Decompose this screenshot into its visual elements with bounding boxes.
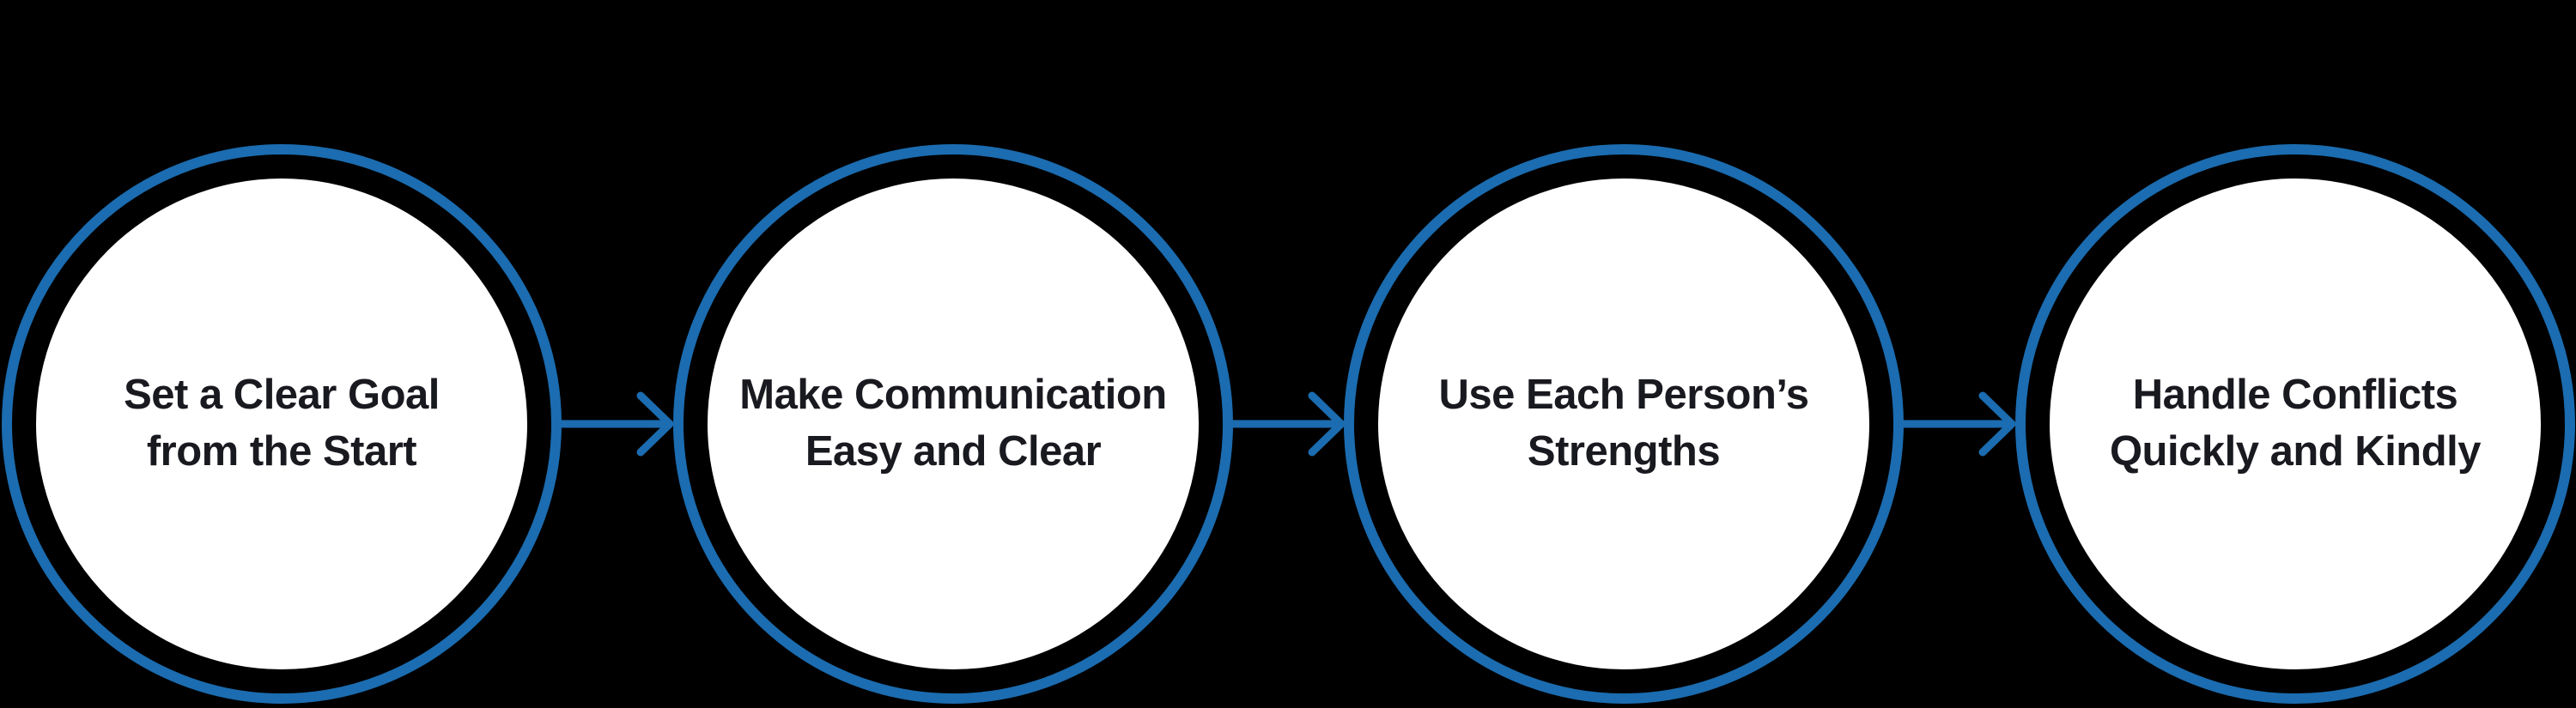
flow-step-2-disc: Make Communication Easy and Clear (708, 179, 1199, 669)
flow-arrow-1 (554, 391, 674, 457)
flow-step-4-circle: Handle Conflicts Quickly and Kindly (2015, 144, 2575, 704)
flow-arrow-2 (1227, 391, 1346, 457)
flow-step-3-label: Use Each Person’s Strengths (1438, 372, 1809, 475)
flow-step-1-circle: Set a Clear Goal from the Start (2, 144, 562, 704)
flow-step-2-circle: Make Communication Easy and Clear (673, 144, 1233, 704)
flow-arrow-3 (1898, 391, 2016, 457)
flow-step-4-disc: Handle Conflicts Quickly and Kindly (2050, 179, 2541, 669)
flow-step-3-circle: Use Each Person’s Strengths (1344, 144, 1904, 704)
arrow-right-icon (1308, 391, 1346, 457)
flow-step-2-label: Make Communication Easy and Clear (739, 372, 1167, 475)
flow-step-1-label: Set a Clear Goal from the Start (124, 372, 440, 475)
arrow-right-icon (636, 391, 674, 457)
arrow-right-icon (1978, 391, 2016, 457)
flow-step-4-label: Handle Conflicts Quickly and Kindly (2109, 372, 2482, 475)
flow-step-1-disc: Set a Clear Goal from the Start (36, 179, 527, 669)
flow-step-3-disc: Use Each Person’s Strengths (1378, 179, 1869, 669)
